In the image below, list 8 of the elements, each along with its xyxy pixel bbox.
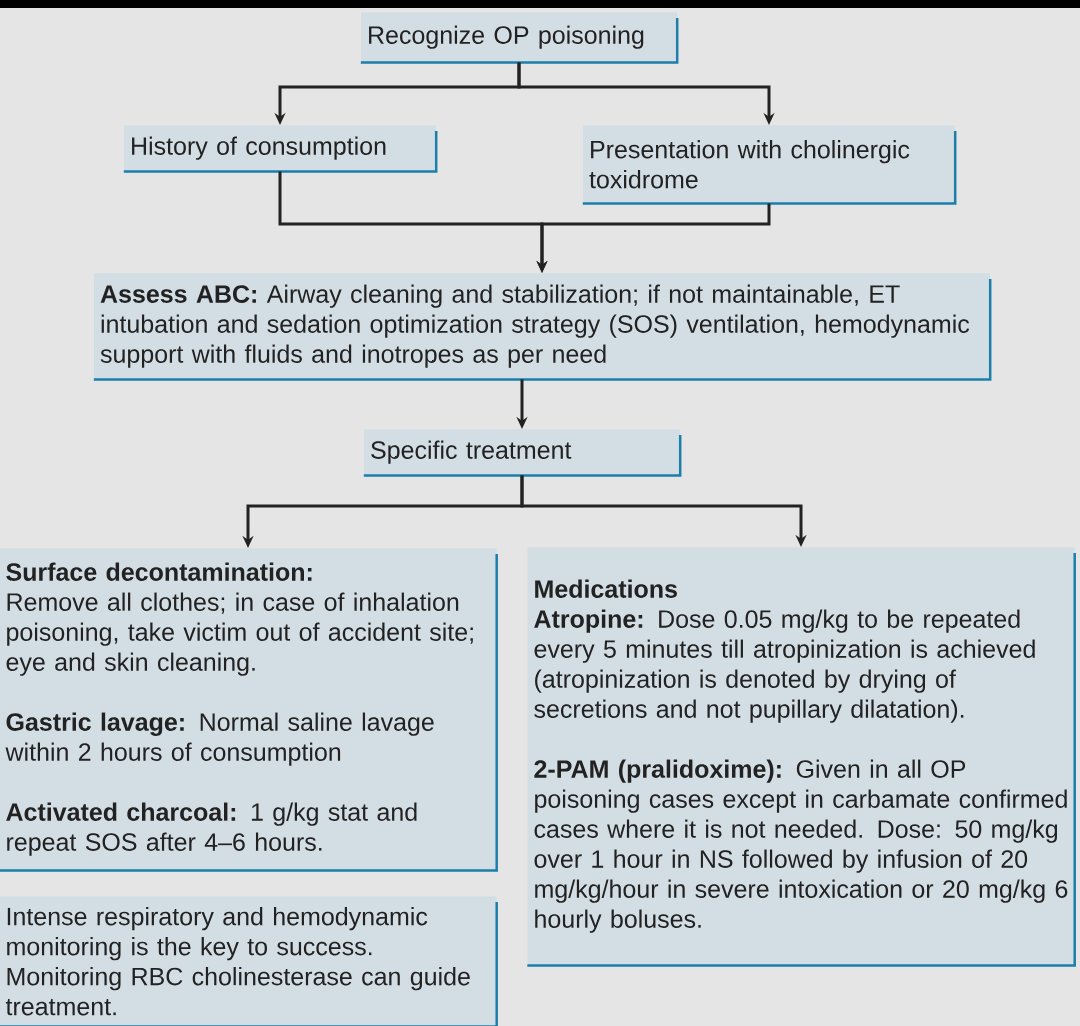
process-box: Specific treatment <box>363 429 682 477</box>
process-box: Intense respiratory and hemodynamic monitoring is the key to success. Monitoring RBC cholinesterase can guide treatment. <box>0 896 498 1026</box>
process-box: Surface decontamination: Remove all clothes; in case of inhalation poisoning, take victim out of accident site; eye and skin cleaning. Gastric lavage: Normal saline lavage within 2 hours of consumption Activated charcoal: 1 g/kg stat and repeat SOS after 4–6 hours. <box>0 548 498 872</box>
process-box: Recognize OP poisoning <box>360 12 679 64</box>
process-box: Assess ABC: Airway cleaning and stabilization; if not maintainable, ET intubation and sedation optimization strategy (SOS) ventilation, hemodynamic support with fluids and inotropes as per need <box>93 273 992 381</box>
process-box: History of consumption <box>123 125 438 173</box>
process-box: Medications Atropine: Dose 0.05 mg/kg to be repeated every 5 minutes till atropinization is achieved (atropinization is denoted by drying of secretions and not pupillary dilatation). 2-PAM (pralidoxime): Given in all OP poisoning cases except in carbamate confirmed cases where it is not needed. Dose: 50 mg/kg over 1 hour in NS followed by infusion of 20 mg/kg/hour in severe intoxication or 20 mg/kg 6 hourly boluses. <box>527 547 1076 967</box>
process-box: Presentation with cholinergic toxidrome <box>582 125 957 205</box>
